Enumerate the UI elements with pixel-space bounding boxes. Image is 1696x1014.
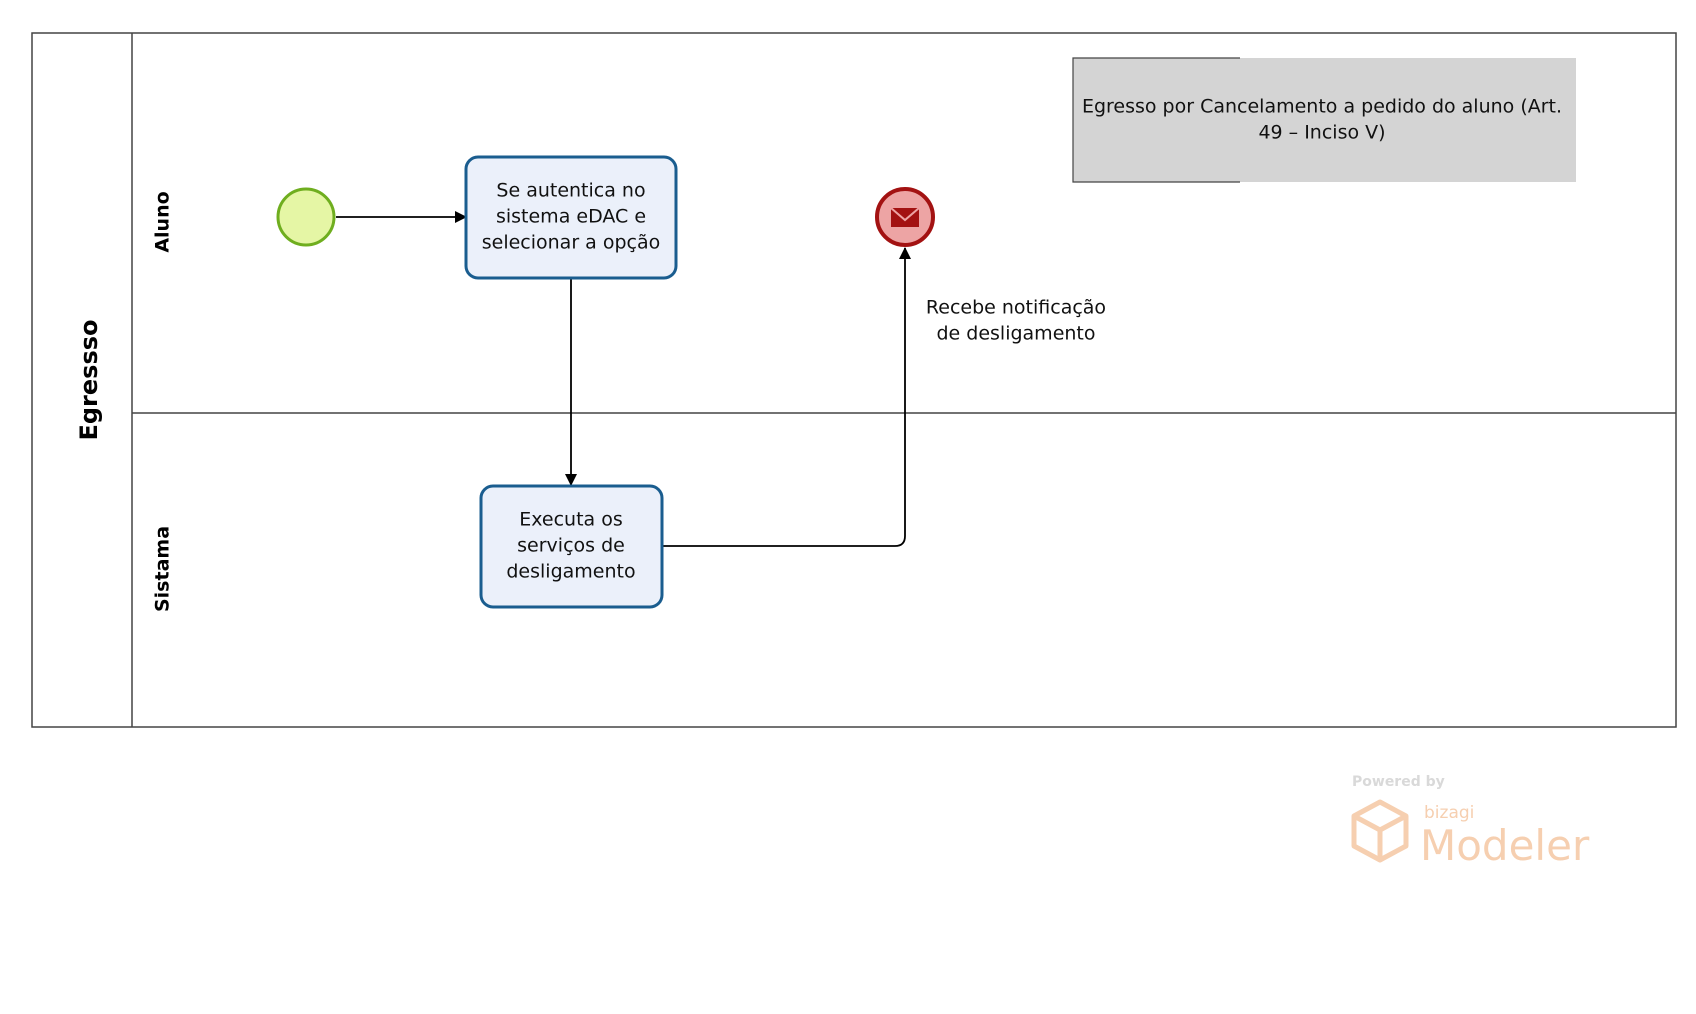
- task-authenticate-line-3: selecionar a opção: [482, 232, 661, 254]
- task-authenticate[interactable]: Se autentica no sistema eDAC e seleciona…: [464, 155, 678, 280]
- start-event[interactable]: [276, 187, 336, 247]
- flow-label-line-1: Recebe notificação: [926, 297, 1106, 319]
- watermark-modeler: Modeler: [1420, 821, 1590, 870]
- task-authenticate-line-1: Se autentica no: [496, 180, 645, 202]
- envelope-icon: [890, 207, 920, 227]
- pool-label: Egressso: [75, 319, 103, 440]
- task-execute[interactable]: Executa os serviços de desligamento: [479, 484, 664, 609]
- lane-sistama[interactable]: Sistama: [152, 526, 174, 612]
- lane-label-sistama: Sistama: [152, 526, 174, 612]
- flow-label-line-2: de desligamento: [936, 323, 1095, 345]
- flow-label: Recebe notificação de desligamento: [926, 297, 1106, 345]
- lane-aluno[interactable]: Aluno: [132, 191, 1676, 414]
- lane-label-aluno: Aluno: [152, 191, 174, 252]
- message-flow-execute-to-end[interactable]: [662, 247, 911, 547]
- annotation-line-2: 49 – Inciso V): [1258, 122, 1385, 144]
- task-execute-line-2: serviços de: [517, 535, 625, 557]
- watermark-powered-by: Powered by: [1352, 774, 1445, 790]
- task-execute-line-1: Executa os: [519, 509, 623, 531]
- start-event-icon: [276, 187, 336, 247]
- text-annotation[interactable]: Egresso por Cancelamento a pedido do alu…: [1072, 57, 1576, 183]
- watermark-bizagi: bizagi: [1424, 803, 1474, 823]
- bizagi-watermark: Powered by bizagi Modeler: [1351, 774, 1590, 870]
- bizagi-logo-icon: [1351, 799, 1409, 863]
- task-authenticate-line-2: sistema eDAC e: [496, 206, 646, 228]
- task-execute-line-3: desligamento: [506, 561, 635, 583]
- end-message-event[interactable]: [875, 187, 935, 247]
- annotation-line-1: Egresso por Cancelamento a pedido do alu…: [1082, 96, 1562, 118]
